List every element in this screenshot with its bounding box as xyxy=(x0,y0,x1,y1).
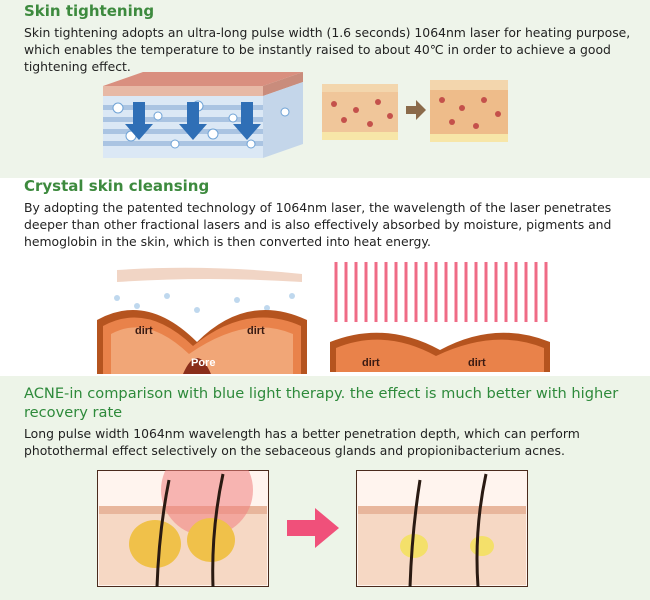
dirt-label-left: dirt xyxy=(135,325,153,337)
pore-cleansing-diagram: dirt dirt Pore xyxy=(97,262,307,374)
skin-layers-diagram xyxy=(103,72,303,158)
acne-after-diagram xyxy=(356,470,528,587)
skin-tightening-text: Skin tightening adopts an ultra-long pul… xyxy=(24,25,631,74)
acne-before-diagram xyxy=(97,470,269,587)
pore-label: Pore xyxy=(191,357,215,369)
dirt-label-left-2: dirt xyxy=(362,357,380,369)
crystal-cleansing-text: By adopting the patented technology of 1… xyxy=(24,200,612,249)
acne-title: ACNE-in comparison with blue light thera… xyxy=(24,385,619,421)
down-arrow-icon xyxy=(125,102,261,140)
right-arrow-icon xyxy=(287,508,339,548)
right-arrow-icon xyxy=(406,100,426,120)
dirt-label-right-2: dirt xyxy=(468,357,486,369)
skin-tightening-title: Skin tightening xyxy=(24,2,155,20)
dirt-label-right: dirt xyxy=(247,325,265,337)
laser-cleansing-diagram: dirt dirt xyxy=(330,262,550,372)
tightening-before-after xyxy=(322,80,508,142)
crystal-cleansing-title: Crystal skin cleansing xyxy=(24,177,210,195)
acne-text: Long pulse width 1064nm wavelength has a… xyxy=(24,426,580,458)
